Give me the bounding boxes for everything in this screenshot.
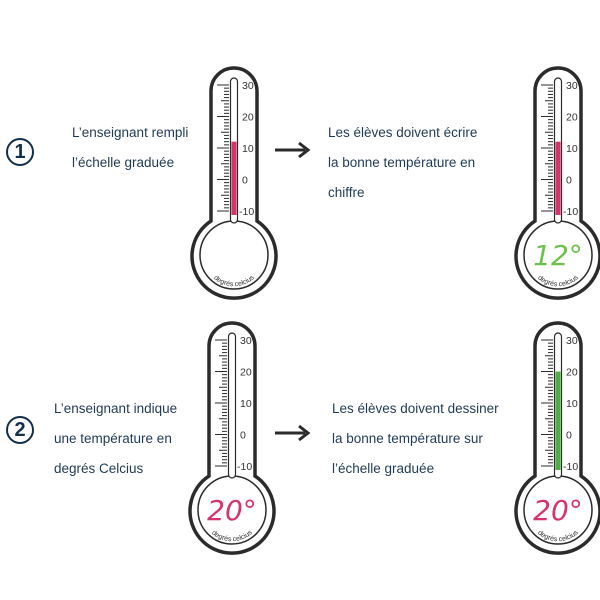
temperature-fill (555, 141, 561, 215)
scale-label: 10 (566, 398, 578, 410)
line: Les élèves doivent écrire (328, 125, 478, 140)
scale-label: -10 (563, 206, 578, 218)
step2-teacher-text: L’enseignant indique une température en … (54, 394, 177, 484)
line: la bonne température en (328, 155, 476, 170)
line: une température en (54, 431, 172, 446)
line: la bonne température sur (332, 431, 483, 446)
scale-label: 30 (566, 335, 578, 347)
bulb-temperature-text: 20° (207, 494, 257, 527)
scale-label: 0 (566, 175, 572, 187)
step2-student-text: Les élèves doivent dessiner la bonne tem… (332, 394, 499, 484)
thermometer-bulb (199, 220, 269, 290)
bulb-temperature-text: 20° (533, 494, 583, 527)
temperature-fill (555, 371, 561, 470)
line: L’enseignant indique (54, 401, 178, 416)
scale-label: 10 (566, 143, 578, 155)
arrow-head (298, 141, 311, 159)
arrow-head (298, 424, 311, 442)
scale-label: 30 (242, 80, 254, 92)
scale-label: 30 (566, 80, 578, 92)
arrow-right-icon (275, 424, 311, 442)
step-number-2: 2 (6, 412, 34, 444)
step-number-1: 1 (6, 134, 34, 166)
arrow-right-icon (275, 141, 311, 159)
step1-teacher-text: L’enseignant rempli l’échelle graduée (72, 118, 188, 178)
line: chiffre (328, 185, 365, 200)
scale-label: -10 (563, 461, 578, 473)
step1-student-text: Les élèves doivent écrire la bonne tempé… (328, 118, 477, 208)
scale-label: 0 (240, 430, 246, 442)
scale-label: 30 (240, 335, 252, 347)
scale-label: 20 (240, 367, 252, 379)
scale-label: 10 (242, 143, 254, 155)
scale-label: -10 (239, 206, 254, 218)
line: degrés Celcius (54, 461, 144, 476)
scale-label: 20 (242, 112, 254, 124)
scale-label: 20 (566, 112, 578, 124)
line: Les élèves doivent dessiner (332, 401, 499, 416)
line: L’enseignant rempli (72, 125, 189, 140)
scale-label: 10 (240, 398, 252, 410)
bulb-temperature-text: 12° (533, 239, 583, 272)
line: l’échelle graduée (72, 155, 175, 170)
thermometer-tube (227, 332, 237, 479)
scale-label: -10 (237, 461, 252, 473)
temperature-fill (231, 141, 237, 215)
scale-label: 0 (566, 430, 572, 442)
scale-label: 20 (566, 367, 578, 379)
line: l’échelle graduée (332, 461, 435, 476)
scale-label: 0 (242, 175, 248, 187)
